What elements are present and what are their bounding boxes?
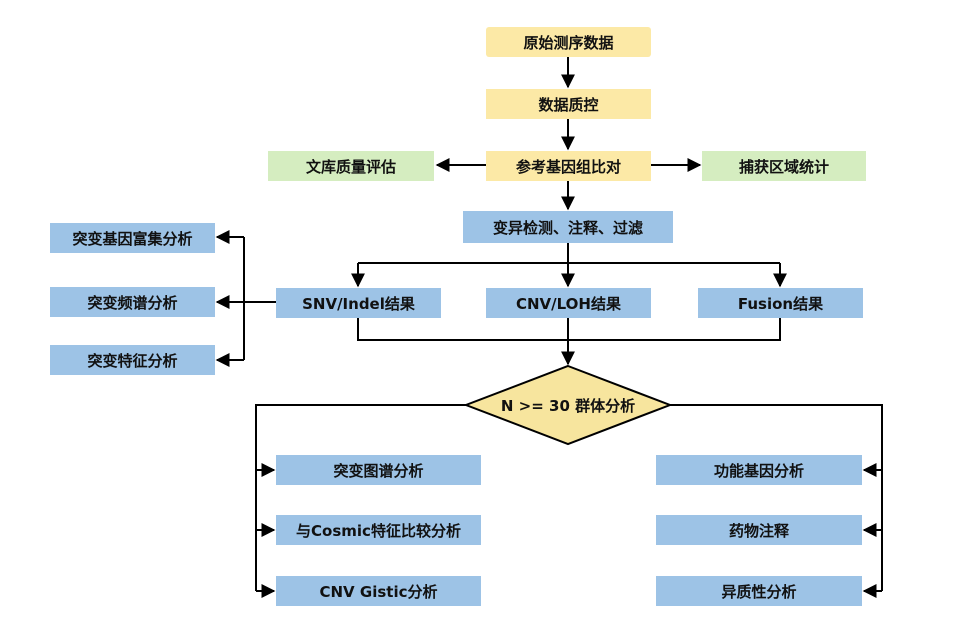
node-cosmic-compare: 与Cosmic特征比较分析 — [276, 515, 481, 545]
node-cnv-loh: CNV/LOH结果 — [486, 288, 651, 318]
cohort-label: N >= 30 群体分析 — [500, 396, 636, 415]
node-frequency-spectrum: 突变频谱分析 — [50, 287, 215, 317]
node-qc: 数据质控 — [486, 89, 651, 119]
node-cnv-gistic: CNV Gistic分析 — [276, 576, 481, 606]
node-capture-stats: 捕获区域统计 — [702, 151, 866, 181]
node-variant-calling: 变异检测、注释、过滤 — [463, 211, 673, 243]
node-signature: 突变特征分析 — [50, 345, 215, 375]
node-library-quality: 文库质量评估 — [268, 151, 434, 181]
node-fusion: Fusion结果 — [698, 288, 863, 318]
cohort-diamond — [463, 364, 673, 446]
node-gene-enrichment: 突变基因富集分析 — [50, 223, 215, 253]
node-alignment: 参考基因组比对 — [486, 151, 651, 181]
node-mutation-map: 突变图谱分析 — [276, 455, 481, 485]
node-functional-gene: 功能基因分析 — [656, 455, 862, 485]
node-heterogeneity: 异质性分析 — [656, 576, 862, 606]
node-snv-indel: SNV/Indel结果 — [276, 288, 441, 318]
node-raw-data: 原始测序数据 — [486, 27, 651, 57]
node-drug-annotation: 药物注释 — [656, 515, 862, 545]
